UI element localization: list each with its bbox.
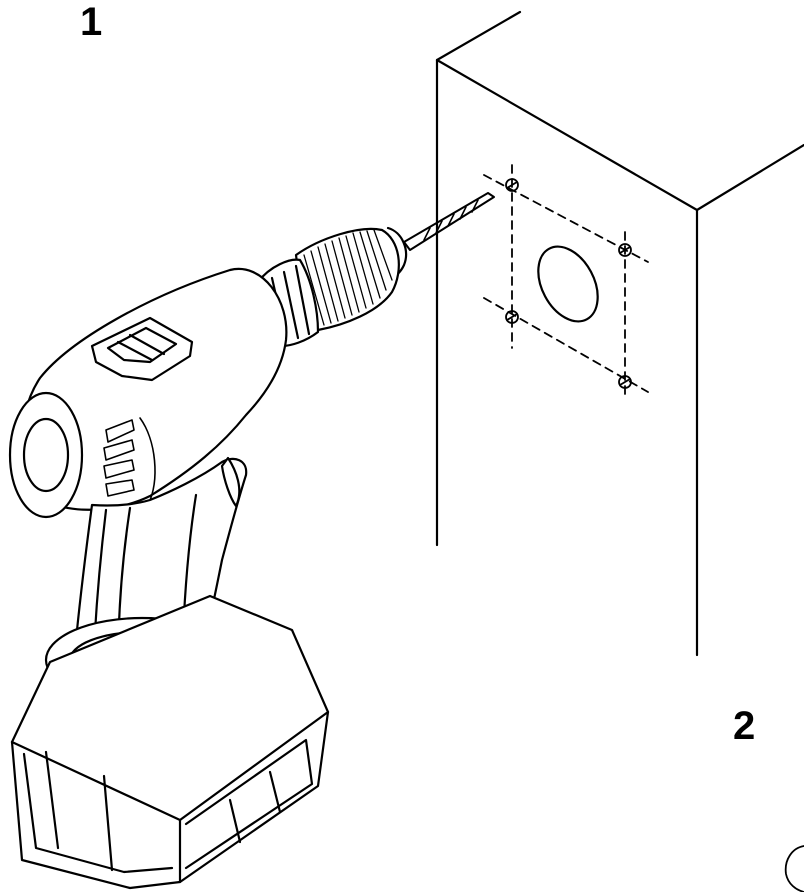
step-number-2: 2: [733, 704, 756, 748]
center-hole: [537, 245, 599, 323]
mounting-template: [483, 164, 649, 401]
next-step-tool-fragment: [784, 845, 804, 892]
screw-hole-icon: [505, 178, 632, 389]
cordless-drill-icon: [8, 192, 495, 890]
step-number-1: 1: [80, 0, 103, 44]
wall-block: [435, 10, 804, 657]
